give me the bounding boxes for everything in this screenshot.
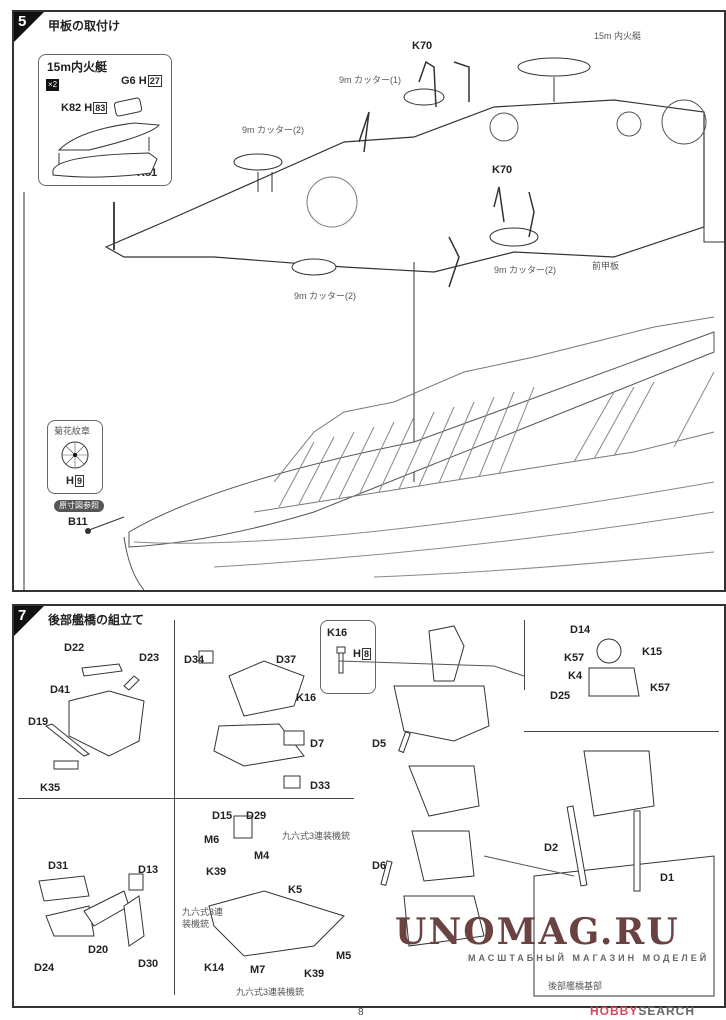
label-D37: D37 — [276, 654, 297, 666]
label-D24: D24 — [34, 962, 55, 974]
chrysanthemum-crest-icon — [61, 441, 89, 469]
label-D33: D33 — [310, 780, 331, 792]
launch-drawing — [52, 97, 160, 178]
label-K5: K5 — [288, 884, 303, 896]
label-K39-b: K39 — [304, 968, 325, 980]
label-D6: D6 — [372, 860, 387, 872]
reference-pill: 原寸図参照 — [54, 500, 104, 512]
label-cutter1: 9m カッター(1) — [339, 75, 402, 85]
label-D22: D22 — [64, 642, 85, 654]
divider-h2 — [524, 731, 719, 732]
label-D34: D34 — [184, 654, 205, 666]
label-K57-a: K57 — [564, 652, 585, 664]
label-D7: D7 — [310, 738, 325, 750]
label-D41: D41 — [50, 684, 71, 696]
bridge-assembly-drawing — [38, 625, 715, 997]
launch-detail-box: 15m内火艇 ×2 G6 H27 K82 H83 K81 — [38, 54, 172, 186]
label-launch: 15m 内火艇 — [594, 31, 642, 41]
label-k70-a: K70 — [412, 40, 433, 52]
label-gun-c: 九六式3連装機銃 — [236, 987, 305, 997]
step5-number: 5 — [18, 13, 27, 30]
label-D29: D29 — [246, 810, 267, 822]
step7-number: 7 — [18, 607, 27, 624]
label-k70-b: K70 — [492, 164, 513, 176]
label-b11: B11 — [68, 516, 88, 528]
label-M7: M7 — [250, 964, 266, 976]
label-K14: K14 — [204, 962, 225, 974]
step5-title: 甲板の取付け — [48, 19, 121, 33]
label-D2: D2 — [544, 842, 559, 854]
launch-box-title: 15m内火艇 — [47, 60, 108, 74]
label-M6: M6 — [204, 834, 220, 846]
divider-h1 — [18, 798, 354, 799]
label-K15: K15 — [642, 646, 663, 658]
label-D19: D19 — [28, 716, 49, 728]
label-gun-b: 九六式3連 装機銃 — [182, 907, 224, 929]
step5-panel: 5 甲板の取付け 15m内火艇 ×2 G6 H27 K82 H83 K81 — [12, 10, 726, 592]
label-K16: K16 — [296, 692, 317, 704]
label-K35: K35 — [40, 782, 61, 794]
label-cutter2-b: 9m カッター(2) — [294, 291, 357, 301]
label-K57-b: K57 — [650, 682, 671, 694]
label-D23: D23 — [139, 652, 160, 664]
label-D5: D5 — [372, 738, 387, 750]
watermark-title: UNOMAG.RU — [395, 911, 680, 953]
label-D1: D1 — [660, 872, 675, 884]
step5-badge — [14, 12, 44, 42]
label-cutter2-c: 9m カッター(2) — [494, 265, 557, 275]
step7-title: 後部艦橋の組立て — [48, 613, 145, 627]
label-D14: D14 — [570, 624, 591, 636]
page-number: 8 — [358, 1007, 364, 1018]
label-D20: D20 — [88, 944, 109, 956]
k16-drawing — [336, 646, 346, 674]
label-base: 後部艦橋基部 — [548, 981, 603, 991]
step7-badge — [14, 606, 44, 636]
label-gun-a: 九六式3連装機銃 — [282, 831, 351, 841]
divider-v1 — [174, 620, 175, 995]
watermark-subtitle: МАСШТАБНЫЙ МАГАЗИН МОДЕЛЕЙ — [468, 953, 710, 963]
chrysanthemum-title: 菊花紋章 — [54, 426, 91, 436]
label-D15: D15 — [212, 810, 233, 822]
label-fore-deck: 前甲板 — [592, 261, 620, 271]
hobby-search-logo: HOBBYSEARCH — [590, 1004, 696, 1018]
divider-v2 — [524, 620, 525, 690]
label-M4: M4 — [254, 850, 270, 862]
k16-box-part: K16 — [327, 627, 348, 639]
label-D31: D31 — [48, 860, 69, 872]
label-cutter2-a: 9m カッター(2) — [242, 125, 305, 135]
deck-assembly-drawing — [23, 57, 724, 590]
multiplier-badge: ×2 — [46, 79, 60, 91]
label-M5: M5 — [336, 950, 352, 962]
label-D13: D13 — [138, 864, 159, 876]
label-K39-a: K39 — [206, 866, 227, 878]
label-D25: D25 — [550, 690, 571, 702]
label-D30: D30 — [138, 958, 159, 970]
label-K4: K4 — [568, 670, 583, 682]
